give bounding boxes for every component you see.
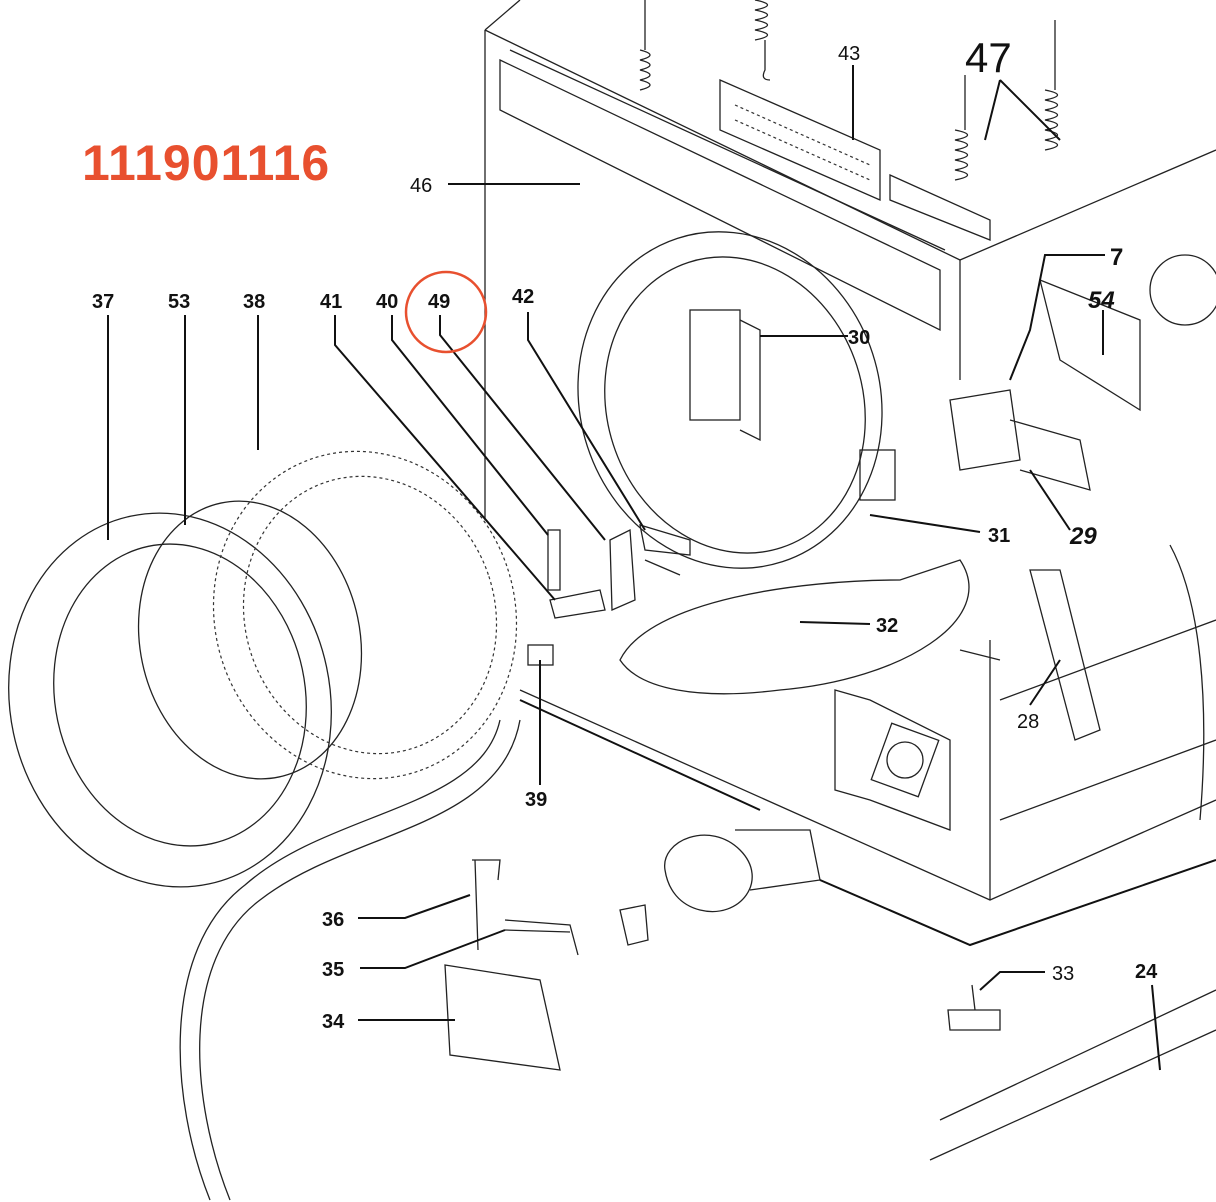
highlight-circle [404, 270, 488, 354]
callout-35: 35 [322, 959, 344, 981]
callout-31: 31 [988, 525, 1010, 547]
callout-33: 33 [1052, 963, 1074, 985]
leader-lines [107, 65, 1161, 1071]
door-opening [577, 231, 896, 569]
part-number-title: 111901116 [82, 135, 331, 191]
callout-40: 40 [376, 291, 398, 313]
callout-38: 38 [243, 291, 265, 313]
callout-29: 29 [1069, 523, 1097, 550]
cabinet [484, 0, 1216, 947]
callout-42: 42 [512, 286, 534, 308]
callout-24: 24 [1135, 961, 1158, 983]
callout-7: 7 [1110, 244, 1123, 271]
callout-30: 30 [848, 327, 870, 349]
suspension-springs [639, 0, 1059, 181]
callout-39: 39 [525, 789, 547, 811]
callout-32: 32 [876, 615, 898, 637]
callout-47: 47 [965, 34, 1012, 81]
callout-54: 54 [1088, 287, 1115, 314]
callout-41: 41 [320, 291, 342, 313]
small-parts [444, 254, 1216, 1161]
callout-53: 53 [168, 291, 190, 313]
callout-46: 46 [410, 175, 432, 197]
callout-37: 37 [92, 291, 114, 313]
callout-49: 49 [428, 291, 450, 313]
callout-43: 43 [838, 43, 860, 65]
callout-28: 28 [1017, 711, 1039, 733]
callout-34: 34 [322, 1011, 345, 1033]
drain-hose [179, 719, 521, 1201]
callout-36: 36 [322, 909, 344, 931]
door-ring-assembly [8, 450, 518, 888]
